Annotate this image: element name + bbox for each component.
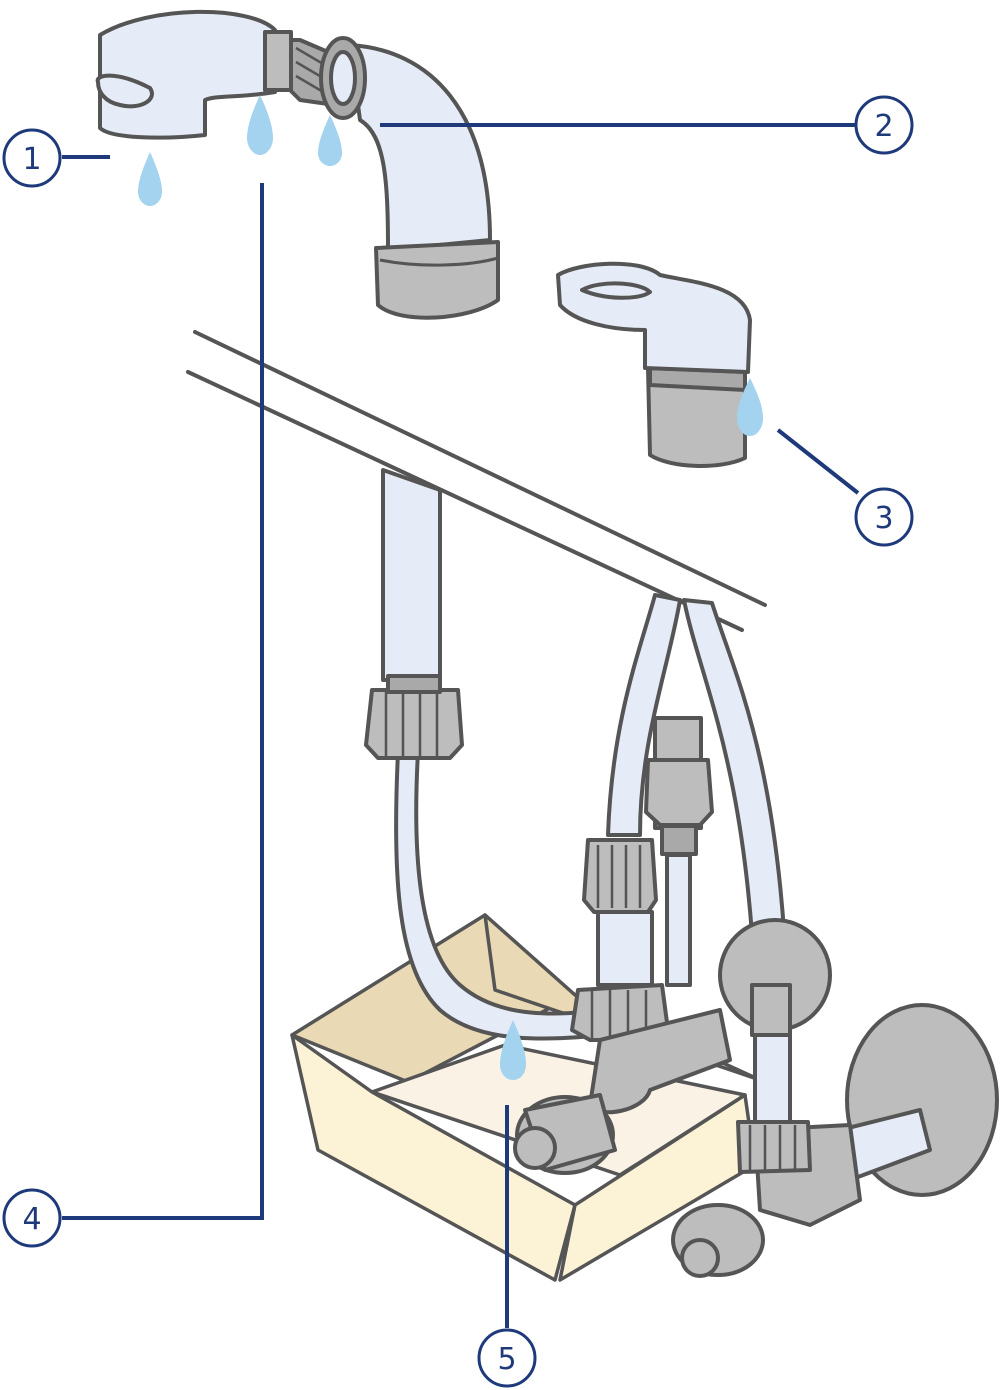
callout-5-label: 5: [497, 1342, 516, 1377]
center-supply-hoses: [570, 593, 789, 1042]
callout-2-label: 2: [874, 109, 893, 144]
callout-2: 2: [854, 95, 914, 155]
callout-markers: 1 2 3 4 5: [2, 95, 914, 1388]
water-drop-icon: [247, 95, 273, 155]
right-stop-valve: [671, 1003, 999, 1278]
left-stop-valve: [513, 918, 832, 1175]
shower-spout: [95, 9, 500, 320]
leader-lines: [62, 123, 860, 1328]
callout-1-label: 1: [22, 142, 41, 177]
left-supply-hose: [364, 468, 607, 1041]
callout-4: 4: [2, 1188, 62, 1248]
leader-line-3: [776, 428, 860, 495]
callout-5: 5: [477, 1328, 537, 1388]
water-drop-icon: [500, 1020, 526, 1080]
leader-line-4: [62, 183, 264, 1220]
water-drop-icon: [318, 115, 342, 166]
water-drop-icon: [737, 378, 763, 436]
right-hose: [736, 983, 812, 1174]
callout-1: 1: [2, 128, 62, 188]
water-drops: [138, 95, 763, 1080]
callout-4-label: 4: [22, 1202, 41, 1237]
single-lever-faucet: [556, 261, 752, 468]
callout-3: 3: [854, 487, 914, 547]
countertop: [186, 330, 767, 632]
water-drop-icon: [138, 152, 162, 206]
callout-3-label: 3: [874, 501, 893, 536]
